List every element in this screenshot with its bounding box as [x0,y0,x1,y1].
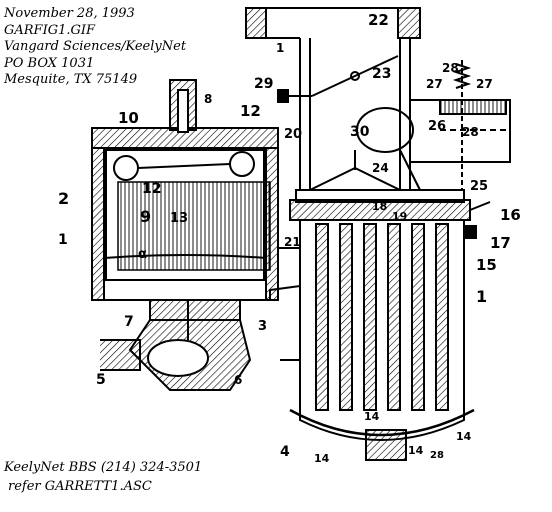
reference-numerals: 22 1 23 29 28 27 27 26 28 25 30 24 8 10 … [58,11,521,465]
label-23: 23 [372,66,391,82]
label-9: 9 [140,207,151,226]
label-14-d: 14 [456,430,472,443]
float-chamber [91,79,279,301]
air-valve-housing [356,60,511,191]
header-date: November 28, 1993 [4,6,135,21]
label-10: 10 [118,109,139,127]
label-14-a: 14 [314,452,330,465]
header-filename: GARFIG1.GIF [4,22,96,38]
label-27-right: 27 [476,77,493,91]
label-14-b: 14 [364,410,380,423]
label-25: 25 [470,179,488,194]
label-16: 16 [500,206,521,224]
header-city: Mesquite, TX 75149 [4,72,138,87]
label-4: 4 [280,444,290,460]
label-13: 13 [170,211,188,226]
header-po-box: PO BOX 1031 [4,55,95,71]
label-12-left: 12 [142,181,161,197]
label-8: 8 [204,92,212,106]
footer-text-block: KeelyNet BBS (214) 324-3501 refer GARRET… [4,458,202,496]
label-22: 22 [368,11,389,29]
vaporizer-vessel [278,189,491,461]
intake-column [245,7,421,190]
label-1-left: 1 [58,232,68,248]
fuel-feed-assembly [92,284,301,391]
drawing-strokes [91,7,511,461]
label-26: 26 [428,119,446,134]
label-29: 29 [254,76,273,92]
mixing-cone [300,150,410,191]
label-1-right: 1 [476,287,487,306]
label-2: 2 [58,189,69,208]
label-3: 3 [258,319,267,334]
label-30: 30 [350,124,370,140]
label-1-top: 1 [276,41,284,55]
label-12-right: 12 [240,102,261,120]
header-text-block: November 28, 1993 GARFIG1.GIF Vangard Sc… [4,6,186,89]
label-20: 20 [284,127,302,142]
label-27-left: 27 [426,77,443,91]
footer-refer: refer GARRETT1.ASC [8,479,152,494]
label-19: 19 [392,210,407,223]
label-5: 5 [96,372,106,388]
label-alpha: α [138,247,147,262]
label-6: 6 [234,373,242,387]
label-15: 15 [476,256,497,274]
label-28-upper: 28 [442,61,459,75]
label-28-lower: 28 [462,125,479,139]
footer-bbs: KeelyNet BBS (214) 324-3501 [4,460,203,475]
label-14-c: 14 [408,444,424,457]
label-17: 17 [490,234,511,252]
label-21: 21 [284,235,301,249]
label-18: 18 [372,200,387,213]
label-28-bottom: 28 [430,450,444,461]
header-organization: Vangard Sciences/KeelyNet [4,39,187,54]
label-7: 7 [124,314,134,330]
label-24: 24 [372,161,389,175]
